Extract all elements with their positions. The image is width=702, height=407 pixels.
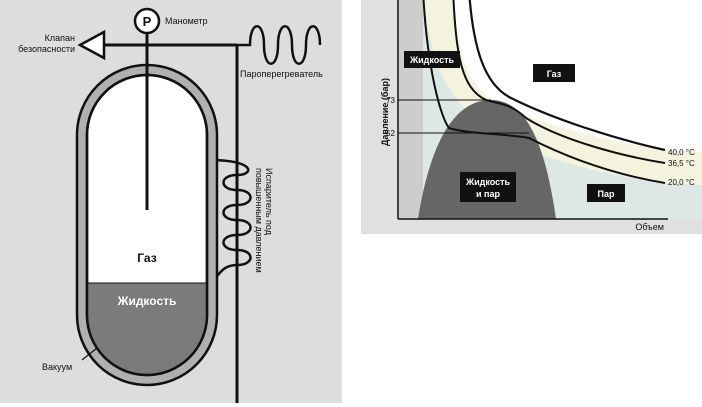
valve-label-2: безопасности <box>18 44 75 54</box>
manometer-gauge-icon <box>133 7 161 35</box>
vapor-region-label: Пар <box>598 189 615 199</box>
manometer-symbol: P <box>143 14 152 29</box>
mix-region-label-1: Жидкость <box>465 177 511 187</box>
isotherm-36-5-label: 36,5 °C <box>668 159 695 168</box>
superheater-label: Пароперегреватель <box>240 69 323 79</box>
valve-label-1: Клапан <box>45 33 75 43</box>
gas-label: Газ <box>137 251 156 265</box>
x-axis-label: Объем <box>635 222 664 232</box>
gas-region-label-box <box>533 64 575 82</box>
phase-diagram-svg: Давление (бар) Объем 73 52 40,0 °C 36,5 … <box>361 0 702 234</box>
apparatus-diagram: Клапан безопасности P Манометр Пароперег… <box>0 0 342 403</box>
vacuum-label: Вакуум <box>42 362 72 372</box>
tick-52: 52 <box>386 129 395 138</box>
mix-region-label-2: и пар <box>476 189 500 199</box>
isotherm-20-label: 20,0 °C <box>668 178 695 187</box>
apparatus-svg: Клапан безопасности P Манометр Пароперег… <box>0 0 342 403</box>
gas-region <box>453 0 702 152</box>
evaporator-label-2: повышенным давлением <box>254 168 264 273</box>
isotherm-40-label: 40,0 °C <box>668 148 695 157</box>
liquid-region-label: Жидкость <box>409 55 455 65</box>
gas-region-label: Газ <box>547 69 562 79</box>
superheater-coil-icon <box>237 25 322 65</box>
isotherm-36-5 <box>452 0 666 164</box>
isotherm-20 <box>422 0 666 184</box>
manometer-label: Манометр <box>165 16 208 26</box>
vacuum-pointer <box>81 347 98 361</box>
vessel-inner-outline <box>85 73 209 377</box>
evaporator-label-1: Испаритель под <box>264 168 274 236</box>
safety-valve-icon <box>77 29 106 61</box>
mix-region-label-box <box>460 172 516 202</box>
vapor-region-label-box <box>587 184 625 202</box>
y-axis-label: Давление (бар) <box>380 78 390 146</box>
isotherm-40 <box>468 0 666 152</box>
liquid-region-label-box <box>404 51 460 68</box>
phase-diagram: Давление (бар) Объем 73 52 40,0 °C 36,5 … <box>361 0 702 234</box>
tick-73: 73 <box>386 96 395 105</box>
liquid-region-core <box>398 0 423 219</box>
liquid-label: Жидкость <box>117 294 177 308</box>
evaporator-coil-icon <box>209 158 252 282</box>
